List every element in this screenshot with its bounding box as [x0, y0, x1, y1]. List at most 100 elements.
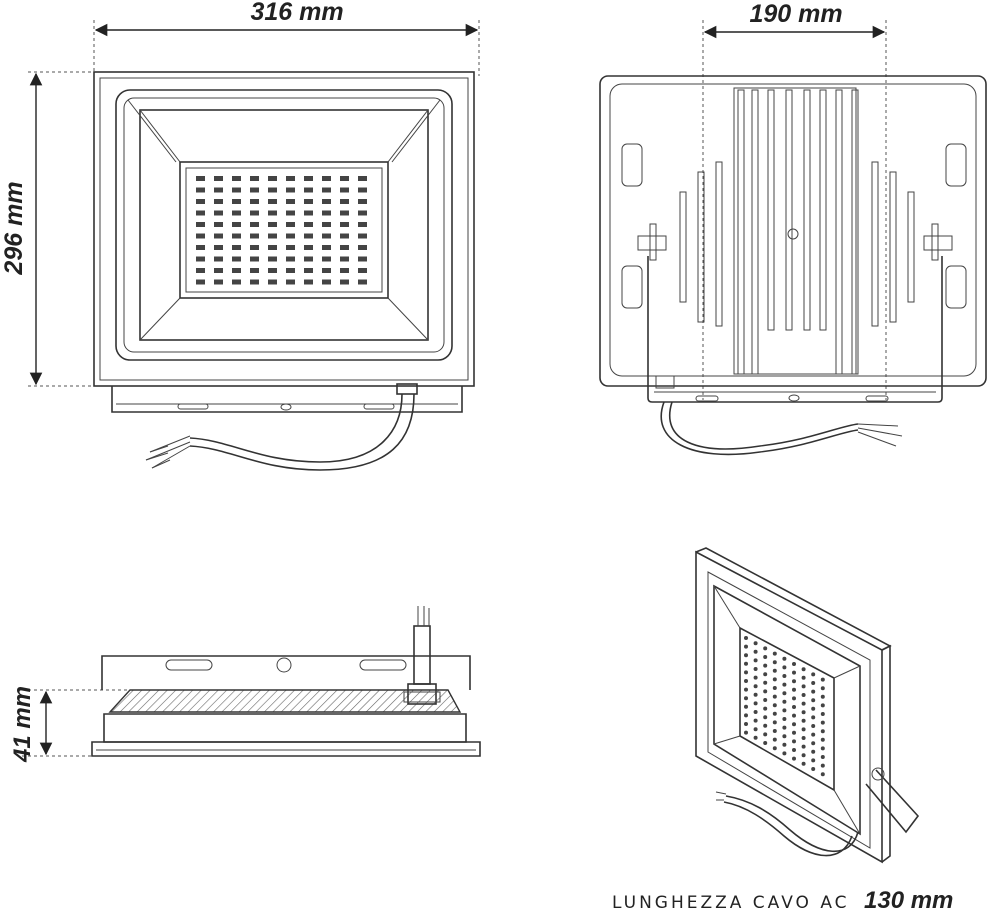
perspective-led: [744, 679, 748, 683]
front-led: [322, 199, 331, 204]
front-led: [268, 222, 277, 227]
front-view: 316 mm 296 mm: [0, 0, 480, 471]
front-led: [322, 176, 331, 181]
side-depth-label: 41 mm: [9, 686, 36, 763]
perspective-led: [792, 679, 796, 684]
front-led: [340, 222, 349, 227]
perspective-led: [782, 665, 787, 670]
cable-length-value: 130 mm: [864, 887, 954, 914]
front-led: [268, 279, 277, 285]
front-led: [232, 210, 241, 216]
front-led: [322, 222, 331, 227]
front-led: [196, 245, 205, 250]
perspective-led: [801, 727, 806, 732]
perspective-led: [801, 753, 806, 758]
perspective-led: [753, 735, 758, 740]
perspective-led: [763, 732, 768, 737]
perspective-led: [820, 677, 825, 682]
perspective-led: [763, 741, 768, 745]
perspective-led: [763, 715, 768, 720]
front-led: [268, 176, 277, 181]
front-led: [268, 233, 277, 239]
perspective-led: [792, 705, 796, 709]
front-led: [322, 279, 331, 285]
front-led: [358, 245, 367, 250]
perspective-led: [782, 674, 787, 678]
cooling-fin: [785, 89, 793, 331]
front-led: [232, 187, 241, 193]
front-led: [304, 222, 313, 227]
perspective-led: [792, 687, 796, 692]
cooling-fin: [851, 89, 859, 375]
front-led: [214, 176, 223, 181]
front-led: [304, 268, 313, 273]
perspective-led: [811, 767, 816, 771]
rear-mount-dimension: 190 mm: [702, 0, 887, 400]
front-led: [232, 256, 241, 262]
front-led: [358, 222, 367, 227]
front-led: [214, 210, 223, 216]
front-led: [250, 199, 259, 204]
front-led: [358, 187, 367, 193]
cooling-fin: [907, 191, 915, 303]
perspective-led: [811, 689, 816, 694]
perspective-led: [801, 667, 806, 672]
front-led: [286, 187, 295, 193]
front-led: [286, 256, 295, 262]
front-led: [340, 199, 349, 204]
perspective-led: [820, 712, 825, 716]
perspective-view: [695, 547, 920, 864]
perspective-led: [744, 730, 748, 735]
perspective-led: [763, 689, 768, 694]
power-cable: [145, 393, 415, 471]
perspective-led: [753, 692, 758, 697]
front-width-label: 316 mm: [250, 0, 343, 26]
perspective-led: [782, 708, 787, 713]
perspective-led: [753, 649, 758, 654]
rear-power-cable: [660, 401, 903, 456]
perspective-led: [744, 644, 748, 649]
perspective-led: [792, 696, 796, 701]
front-led: [196, 268, 205, 273]
front-led: [358, 176, 367, 181]
perspective-led: [820, 694, 825, 699]
front-led: [214, 222, 223, 227]
perspective-led: [801, 736, 806, 740]
cooling-fin: [803, 89, 811, 331]
cooling-fin: [697, 171, 705, 323]
perspective-led: [801, 761, 806, 766]
front-led: [340, 233, 349, 239]
perspective-led: [744, 696, 748, 701]
front-led: [304, 210, 313, 216]
front-led: [286, 268, 295, 273]
cable-length-label: LUNGHEZZA CAVO AC: [612, 893, 850, 913]
front-led: [304, 279, 313, 285]
perspective-led: [820, 729, 825, 734]
front-led: [268, 268, 277, 273]
front-led: [214, 268, 223, 273]
front-led: [196, 222, 205, 227]
perspective-led: [801, 684, 806, 689]
perspective-led: [763, 663, 768, 668]
perspective-led: [792, 756, 796, 761]
front-height-label: 296 mm: [0, 181, 28, 275]
front-led: [304, 176, 313, 181]
front-led: [322, 233, 331, 239]
cooling-fin: [737, 89, 745, 375]
perspective-led: [801, 693, 806, 697]
perspective-led-array: [744, 636, 825, 777]
perspective-led: [801, 744, 806, 749]
front-led: [358, 233, 367, 239]
front-led: [196, 279, 205, 285]
front-led: [358, 199, 367, 204]
perspective-led: [782, 682, 787, 687]
perspective-led: [792, 722, 796, 727]
perspective-led: [792, 748, 796, 752]
perspective-led: [801, 710, 806, 715]
front-led: [232, 199, 241, 204]
front-led: [214, 256, 223, 262]
perspective-led: [782, 699, 787, 704]
front-led: [214, 233, 223, 239]
perspective-led: [801, 675, 806, 680]
